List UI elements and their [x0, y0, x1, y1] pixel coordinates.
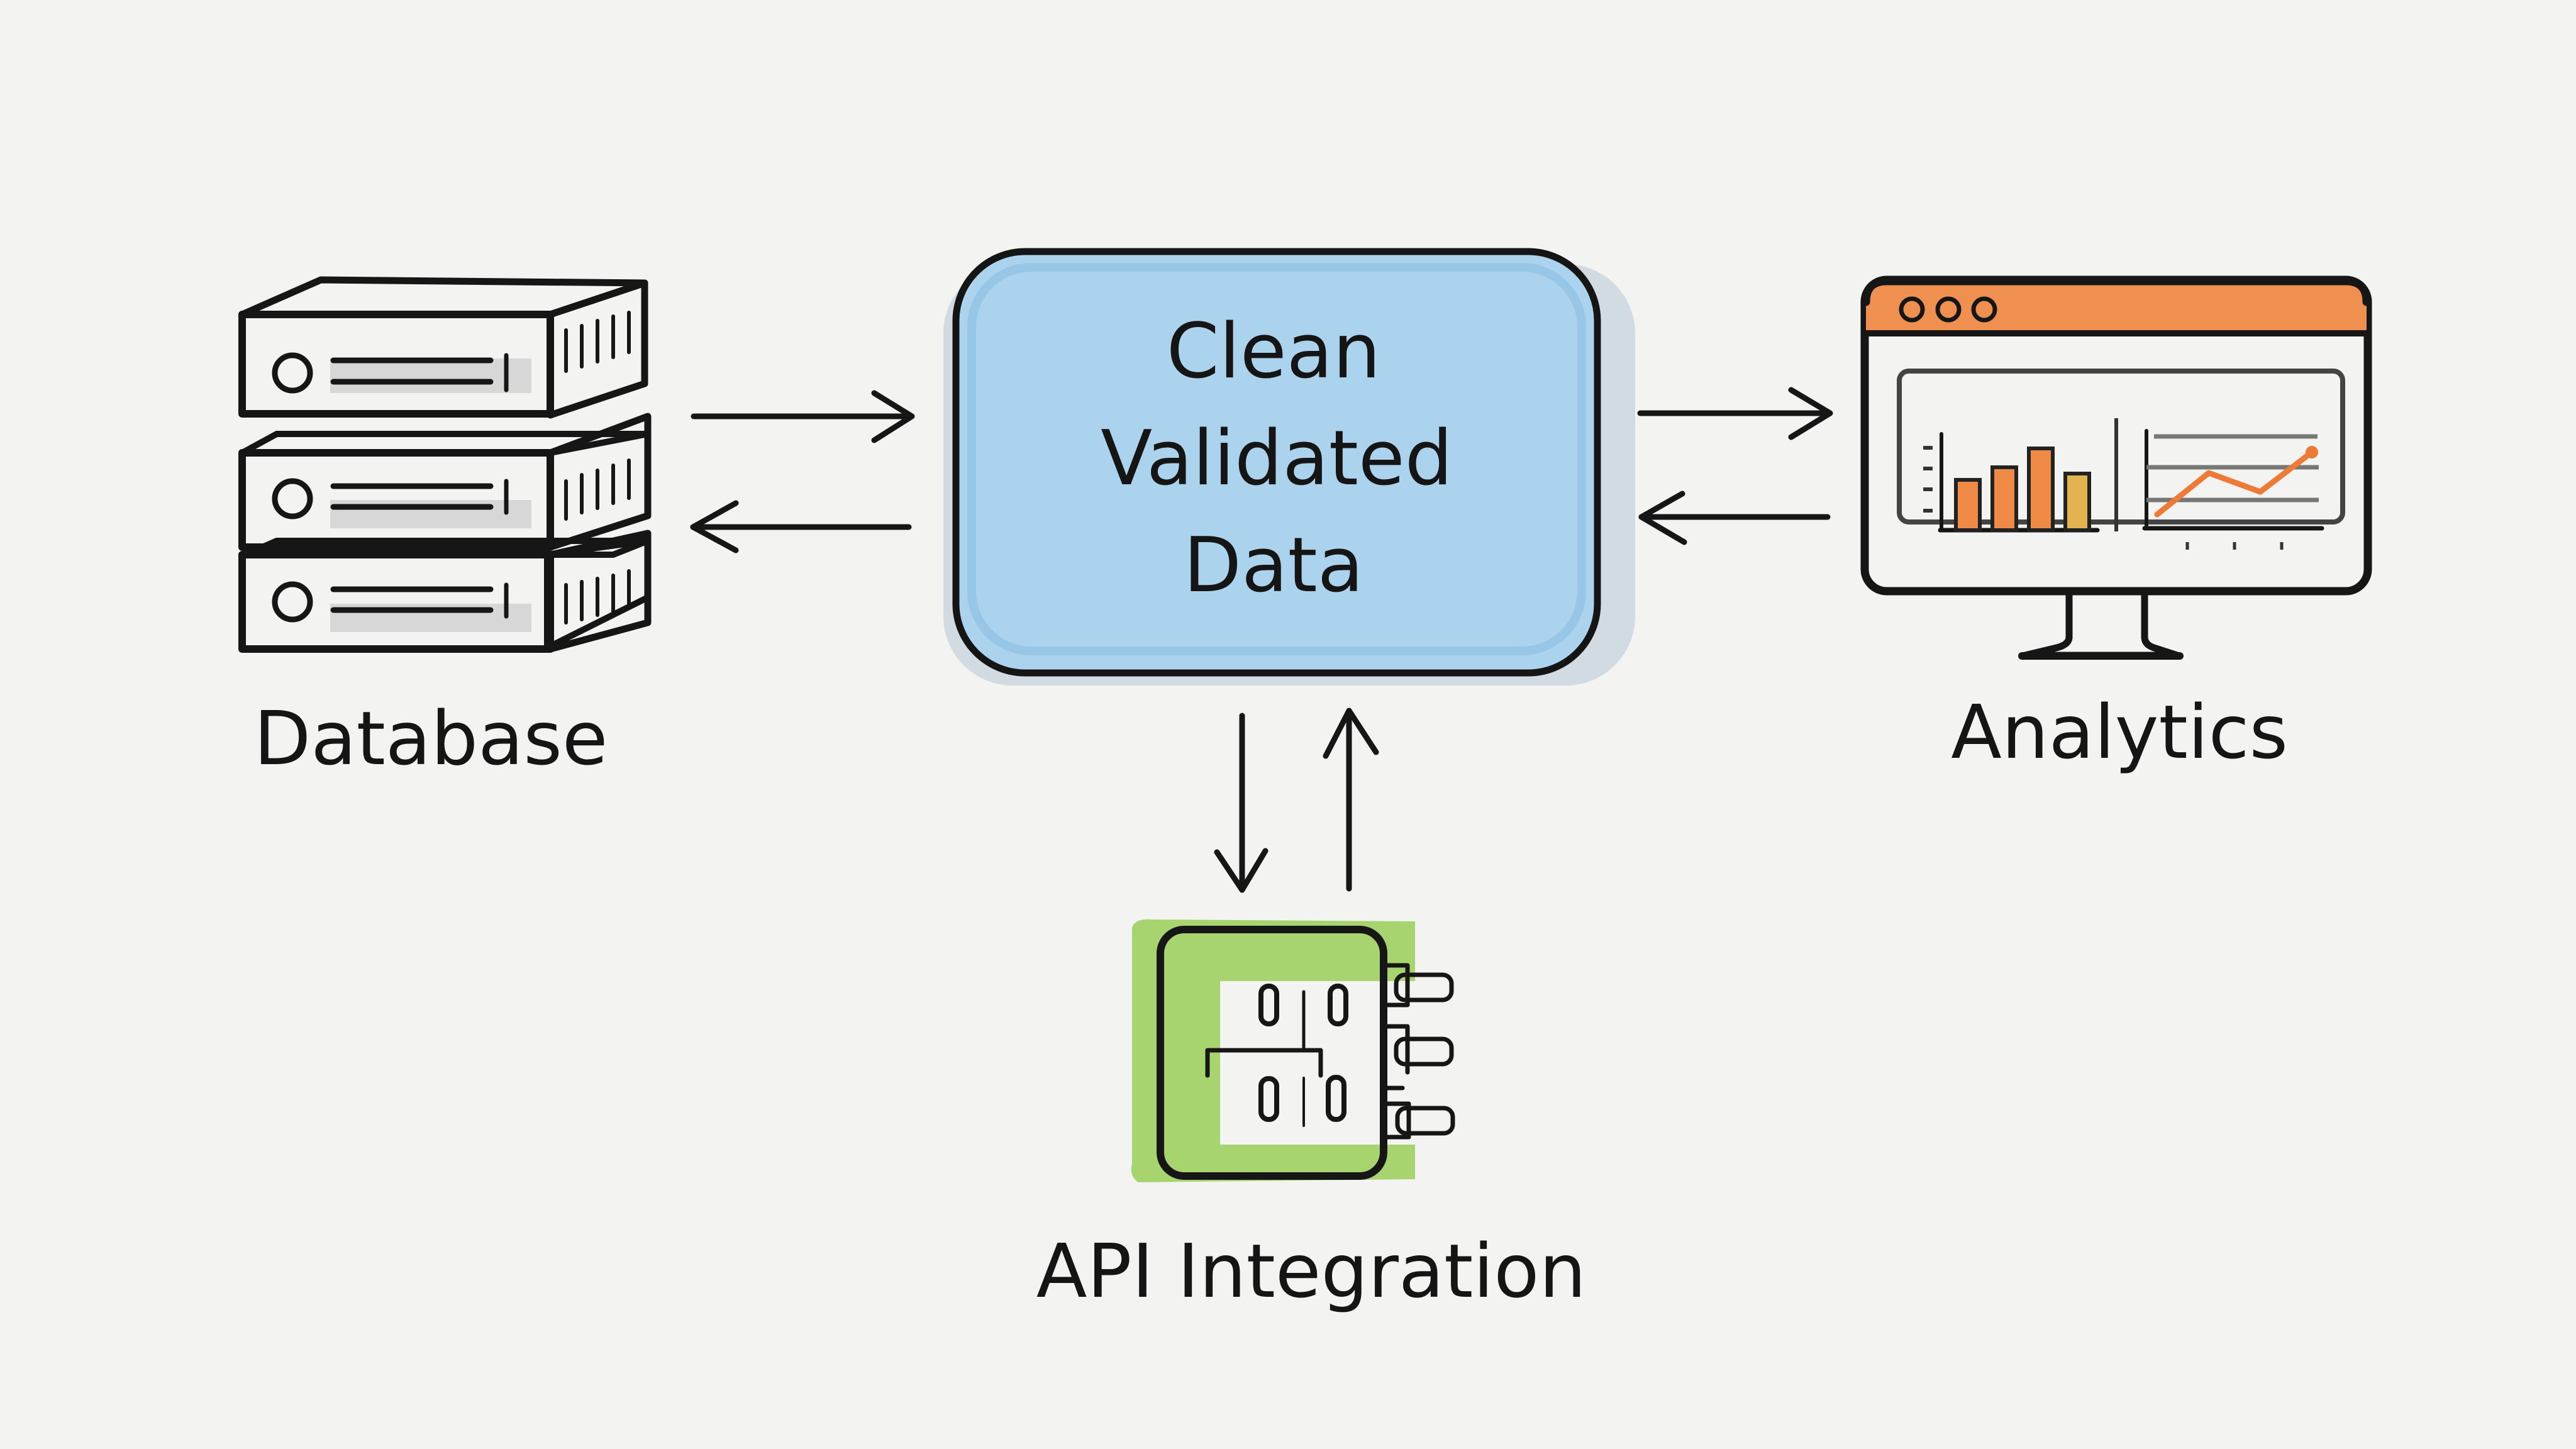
analytics-icon[interactable]	[1860, 275, 2372, 660]
arrow-analytics-to-center	[1638, 491, 1831, 545]
trend-end-point	[2306, 446, 2318, 458]
center-node-highlight	[967, 263, 1586, 655]
center-line-3: Data	[1184, 522, 1364, 609]
center-node-box	[952, 248, 1601, 677]
arrow-database-to-center	[691, 390, 915, 443]
arrow-center-to-api	[1214, 713, 1269, 893]
monitor-stand	[2018, 589, 2184, 660]
mini-bar	[1990, 465, 2018, 532]
api-green-highlight	[1131, 919, 1415, 1182]
arrow-center-to-database	[690, 500, 912, 553]
mini-bar	[2027, 447, 2055, 532]
api-chip-body	[1157, 926, 1387, 1180]
arrow-api-to-center	[1323, 708, 1379, 892]
database-icon[interactable]	[238, 276, 652, 653]
mini-line-chart	[2142, 429, 2324, 550]
api-integration-icon[interactable]	[1131, 919, 1455, 1182]
server-unit	[238, 276, 648, 419]
mini-bar	[2063, 472, 2091, 532]
database-label: Database	[253, 695, 608, 782]
arrow-center-to-analytics	[1637, 387, 1833, 440]
window-title-bar	[1866, 281, 2367, 333]
window-dots	[1899, 296, 1997, 323]
api-contacts	[1205, 984, 1348, 1127]
mini-bar	[1954, 478, 1982, 532]
mini-bar-chart	[1923, 432, 2100, 533]
api-pins	[1381, 963, 1455, 1140]
center-line-2: Validated	[1101, 415, 1453, 502]
trend-line	[2154, 449, 2315, 518]
server-unit	[238, 530, 652, 653]
center-node[interactable]: Clean Validated Data	[943, 248, 1635, 686]
analytics-label: Analytics	[1951, 689, 2288, 775]
api-integration-label: API Integration	[1036, 1228, 1586, 1314]
center-line-1: Clean	[1167, 308, 1381, 396]
server-unit	[238, 413, 652, 551]
